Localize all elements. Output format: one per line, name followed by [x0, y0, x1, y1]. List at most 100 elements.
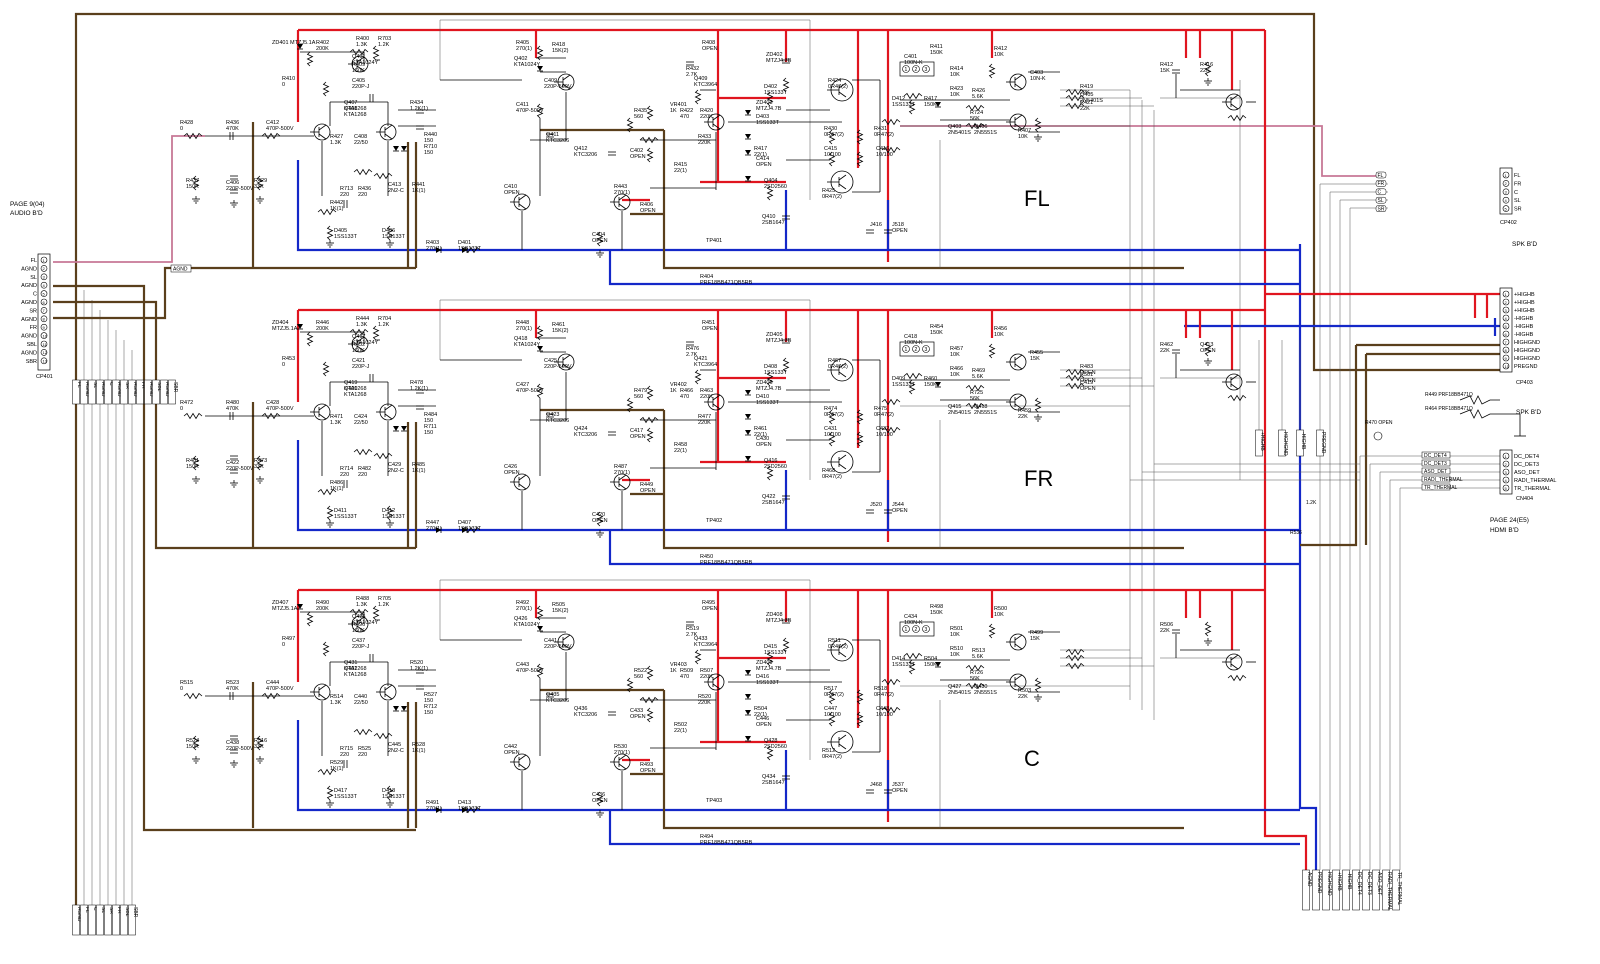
part-fl-73-ref: D412 [892, 96, 905, 102]
part-fl-0: ZD401 MTZJ5.1A [272, 40, 316, 46]
cp401-pin-label: SR [29, 308, 37, 314]
bottom-right-tag [1352, 869, 1360, 911]
part-c-34-value: 470P-500V [516, 668, 544, 674]
part-c-49-value: OPEN [630, 714, 646, 720]
part-fr-79-value: 2N5551S [974, 410, 997, 416]
part-fr-15-ref: R481 [186, 458, 199, 464]
part-fr-54-ref: D410 [756, 394, 769, 400]
part-fl-48-ref: R435 [634, 108, 647, 114]
part-c-49-ref: C433 [630, 708, 643, 714]
cp401-pin-number: 9 [43, 325, 46, 330]
cp401-bus-tag [136, 379, 144, 405]
bottom-right-tag [1382, 869, 1390, 911]
part-fr-21-value: 220 [340, 472, 349, 478]
part-fr-44-value: 1K [670, 388, 677, 394]
cp402-pin-1 [1502, 171, 1510, 179]
part-fl-25-ref: R442 [330, 200, 343, 206]
part-fl-3-ref: R703 [378, 36, 391, 42]
cp401-pin-1 [40, 256, 48, 264]
r449-label: R449 PRF18BB471Q [1425, 392, 1473, 398]
part-fl-45-value: 470 [680, 114, 689, 120]
part-fr-44-ref: VR402 [670, 382, 687, 388]
cp402-pin-number: 1 [1505, 173, 1508, 178]
hdmi-signal-tag [1421, 451, 1451, 459]
part-fl-81-value: 10K [1018, 134, 1028, 140]
mid-tag [1255, 429, 1263, 457]
hdmi-signal-tag [1421, 467, 1451, 475]
part-c-41-ref: R495 [702, 600, 715, 606]
cp401-pin-7 [40, 307, 48, 314]
part-fl-6-ref: R410 [282, 76, 295, 82]
cp401-pin-label: AGND [21, 283, 37, 289]
cp403-pin-label: -HIGHB [1514, 332, 1534, 338]
part-c-69-ref: C434 [904, 614, 917, 620]
part-fl-74-ref: R417 [924, 96, 937, 102]
spk-line-tag [1375, 180, 1387, 187]
cn404-pin-number: 2 [1505, 462, 1508, 467]
cp402-pin-label: FL [1514, 173, 1520, 179]
cp401-pin-6 [40, 298, 48, 306]
r464-label: R464 PRF18BB471Q [1425, 406, 1473, 412]
bottom-right-tag-text: ASO_DET [1376, 872, 1382, 895]
part-fl-84-ref: R419 [1080, 84, 1093, 90]
part-c-13-value: 470K [226, 686, 239, 692]
part-fl-17-value: 33K [254, 184, 264, 190]
cp402-pin-5 [1502, 205, 1510, 212]
part-c-31-ref: Q426 [514, 616, 527, 622]
part-fr-14-value: 470P-500V [266, 406, 294, 412]
part-fr-68-value: PRF18BB471QB5RB [700, 560, 753, 566]
cp403-pin-label: HIGHGND [1514, 348, 1540, 354]
part-c-60-value: 0R47(2) [822, 754, 842, 760]
part-fl-2-ref: R400 [356, 36, 369, 42]
part-c-45-ref: R509 [680, 668, 693, 674]
part-fr-11-value: 22/50 [354, 420, 368, 426]
hdmi-signal-tag-text: DC_DET3 [1424, 461, 1447, 467]
part-fl-69-value: 100N-K [904, 60, 923, 66]
channel-label-fl: FL [1024, 186, 1050, 211]
part-fl-50-ref: R415 [674, 162, 687, 168]
part-fr-12-ref: R472 [180, 400, 193, 406]
part-c-52-ref: D415 [764, 644, 777, 650]
cn404-pin-number: 1 [1505, 454, 1508, 459]
bottom-left-tag [128, 904, 136, 936]
cp401-pin-label: C [33, 292, 37, 298]
part-c-27-ref: D418 [382, 788, 395, 794]
part-fr-2-value: 1.3K [356, 322, 368, 328]
part-fl-61-value: 0R47(2) [824, 132, 844, 138]
part-c-10-ref: R514 [330, 694, 343, 700]
part-fl-44-value: 1K [670, 108, 677, 114]
part-c-38-ref: R530 [614, 744, 627, 750]
part-c-7-ref: C437 [352, 638, 365, 644]
part-c-82-value: 22K [1160, 628, 1170, 634]
cp403-pin-number: 7 [1505, 340, 1508, 345]
cn404-pin-label: TR_THERMAL [1514, 486, 1551, 492]
tp-pin-number: 3 [925, 627, 928, 633]
cp403-pin-2 [1502, 298, 1510, 306]
part-fr-20-ref: R711 [424, 424, 437, 430]
part-c-17-ref: R516 [254, 738, 267, 744]
part-fl-64-value: 10/100 [876, 152, 893, 158]
part-fr-47-value: 220K [698, 420, 711, 426]
cp401-pin-label: AGND [21, 350, 37, 356]
part-fr-54-value: 1SS133T [756, 400, 780, 406]
cp403-pin-label: PREGND [1514, 364, 1538, 370]
cp401-bus-tag [88, 379, 96, 405]
part-c-64-ref: C448 [876, 706, 889, 712]
part-fr-3-ref: R704 [378, 316, 391, 322]
part-c-15-value: 150K [186, 744, 199, 750]
cp401-pin-number: 1 [43, 258, 46, 263]
cn404-pin-label: DC_DET4 [1514, 454, 1539, 460]
part-fr-27-ref: D412 [382, 508, 395, 514]
part-fr-37-value: OPEN [504, 470, 520, 476]
part-fr-64-value: 10/100 [876, 432, 893, 438]
cp403-pins: 1+HIGHB2+HIGHB3+HIGHB4-HIGHB5-HIGHB6-HIG… [1502, 290, 1540, 370]
cp403-pin-9 [1502, 354, 1510, 362]
bottom-left-tag-text: SL [100, 907, 106, 913]
part-c-47-value: 220K [698, 700, 711, 706]
part-fl-75-ref: R423 [950, 86, 963, 92]
